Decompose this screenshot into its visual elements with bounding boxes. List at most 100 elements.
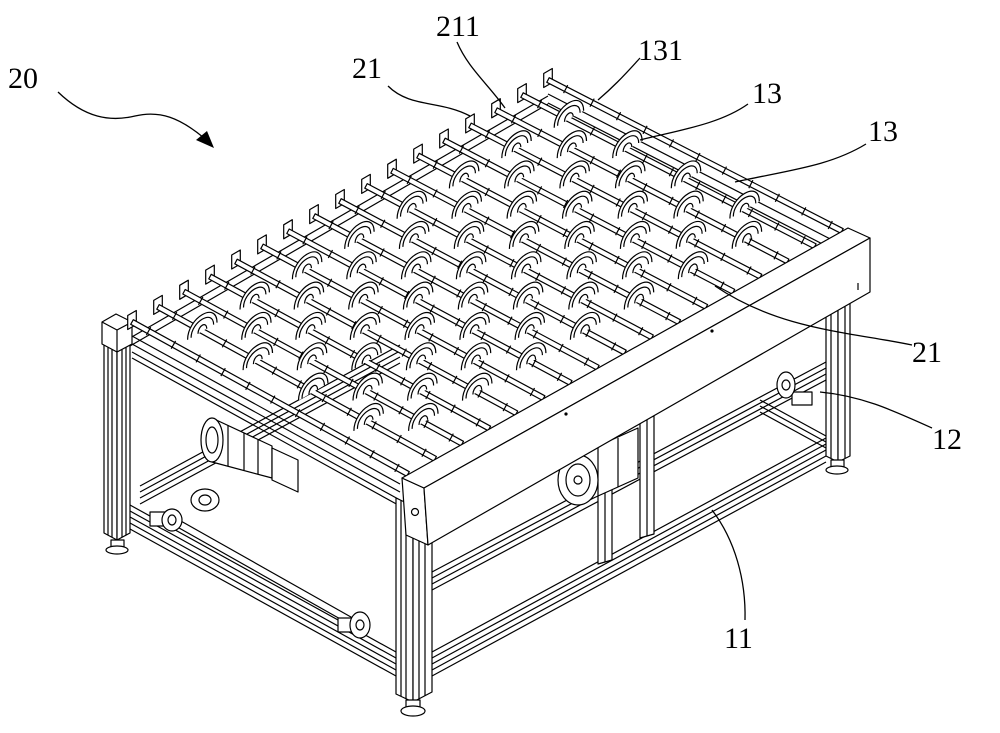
roller-collar — [346, 407, 352, 416]
ref-label-13-first: 13 — [752, 77, 782, 110]
ref-label-13-second: 13 — [868, 115, 898, 148]
side-lower-bar-edge — [129, 522, 397, 671]
arrowhead-20 — [196, 131, 214, 148]
beam-mark — [710, 329, 714, 333]
roller-wheel-rim-inner — [674, 165, 698, 187]
roller-collar — [374, 363, 381, 372]
roller-collar — [426, 361, 433, 371]
roller-wheel-hub — [251, 324, 262, 334]
pulley — [349, 611, 371, 639]
roller-collar — [801, 207, 807, 216]
roller-wheel-rim — [348, 281, 379, 310]
roller-wheel-rim-inner — [244, 316, 269, 338]
roller-wheel-rim — [673, 190, 704, 219]
roller-wheel-rim-inner — [465, 377, 490, 399]
roller-wheel-hub — [459, 172, 470, 183]
roller-collar — [667, 254, 673, 263]
roller-wheel-rim-inner — [676, 195, 701, 217]
roller-wheel-rim-inner — [516, 286, 540, 308]
leader-131 — [597, 57, 641, 101]
roller-collar — [642, 183, 648, 192]
roller-wheel — [515, 342, 547, 371]
roller-collar — [378, 277, 384, 286]
rear-top-bar-edge — [129, 103, 549, 347]
roller-collar — [195, 354, 201, 363]
roller-wheel — [561, 190, 593, 219]
roller-wheel — [461, 372, 493, 401]
roller-collar — [475, 418, 481, 427]
side-upper-bar-edge — [131, 357, 401, 507]
leader-211 — [456, 41, 506, 109]
leveling-foot — [400, 705, 426, 717]
roller-collar — [369, 450, 375, 459]
roller-wheel-rim — [677, 251, 709, 280]
roller-wheel-rim — [512, 281, 544, 310]
roller-wheel-rim — [242, 342, 274, 371]
roller-wheel — [241, 311, 272, 340]
roller-wheel-rim — [564, 220, 595, 249]
side-upper-bar-edge — [131, 335, 401, 485]
roller-wheel-rim — [404, 311, 435, 340]
roller-collar — [302, 236, 308, 245]
roller-wheel — [501, 130, 532, 159]
roller-wheel-rim-inner — [349, 256, 374, 278]
roller-collar — [694, 210, 700, 219]
roller-wheel-rim — [460, 342, 492, 371]
roller-wheel — [459, 311, 490, 340]
side-lower-bar-edge — [129, 510, 397, 659]
leveling-foot — [825, 465, 849, 475]
roller-collar — [536, 186, 543, 195]
roller-wheel-hub — [305, 324, 316, 334]
roller-collar — [510, 115, 517, 124]
roller-wheel — [556, 130, 588, 159]
bearing-block — [791, 391, 813, 406]
roller-collar — [615, 227, 621, 236]
roller-wheel-rim — [514, 311, 545, 340]
pulley — [776, 371, 796, 399]
roller-wheel-hub — [521, 263, 532, 274]
roller-wheel-hub — [511, 142, 522, 153]
roller-wheel-hub — [686, 233, 696, 243]
roller-collar — [668, 196, 674, 206]
roller-wheel-rim-inner — [573, 317, 597, 338]
roller-wheel — [729, 190, 760, 219]
roller-wheel-rim — [407, 372, 438, 401]
ref-label-21-top: 21 — [352, 52, 382, 85]
roller-collar — [379, 248, 385, 257]
roller — [439, 128, 736, 295]
roller-wheel-rim-inner — [618, 165, 642, 187]
roller-wheel-hub — [519, 233, 530, 243]
roller-collar — [614, 255, 620, 265]
roller-wheel-hub — [688, 263, 698, 274]
roller-wheel-rim-inner — [297, 286, 321, 308]
roller-wheel-hub — [409, 233, 419, 243]
roller-wheel-hub — [514, 172, 525, 183]
pulley — [161, 508, 183, 532]
roller-wheel-rim — [241, 311, 272, 340]
roller-collar — [536, 214, 542, 224]
roller-collar — [693, 267, 699, 277]
rear-lower-bar-edge — [139, 344, 401, 487]
side-upper-bar — [131, 335, 401, 507]
roller-wheel-rim-inner — [410, 377, 435, 399]
roller-wheel — [353, 402, 384, 431]
roller-collar — [638, 327, 644, 336]
roller-wheel-rim — [344, 220, 375, 249]
roller-collar — [294, 409, 301, 418]
roller-collar — [589, 213, 595, 222]
roller-collar — [453, 346, 460, 356]
pulley-hub — [781, 379, 791, 391]
roller-collar — [589, 184, 595, 194]
roller-wheel-hub — [416, 354, 427, 365]
roller-wheel-hub — [572, 202, 583, 213]
roller-collar — [380, 219, 386, 228]
roller-wheel-rim — [614, 160, 646, 189]
front-beam — [401, 227, 871, 546]
roller-collar — [273, 337, 279, 347]
roller-wheel-rim — [675, 220, 707, 249]
roller-wheel-rim-inner — [567, 226, 592, 247]
roller-wheel — [239, 281, 270, 310]
roller-wheel — [398, 220, 430, 249]
roller-collar — [532, 330, 539, 339]
ref-label-11: 11 — [724, 622, 753, 655]
